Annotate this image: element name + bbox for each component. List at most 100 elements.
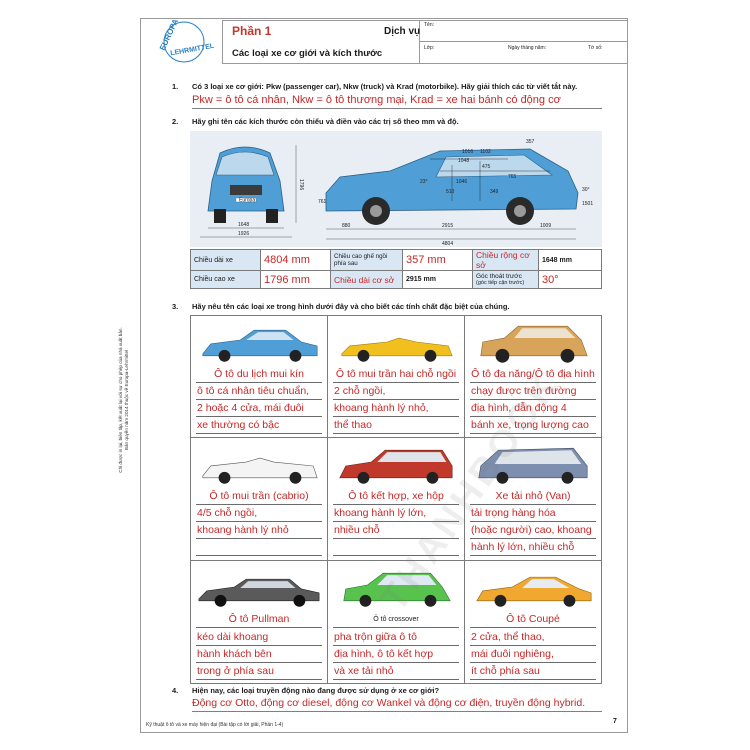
front-view-car (207, 146, 285, 223)
desc-line: 2 hoặc 4 cửa, mái đuôi (197, 402, 304, 414)
desc-line: khoang hành lý nhỏ, (334, 402, 429, 414)
side-note-line: Bản quyền năm 2014 thuộc về Europa-Lehrm… (124, 349, 129, 451)
q1-text: Có 3 loại xe cơ giới: Pkw (passenger car… (192, 82, 578, 91)
answer-line (470, 538, 596, 539)
vehicle-cell: Ô tô Coupé 2 cửa, thể thao,mái đuôi nghi… (464, 560, 602, 684)
dimensions-table: Chiều dài xe 4804 mm Chiều cao ghế ngồi … (190, 249, 602, 289)
approach-angle-value: 30° (538, 270, 602, 289)
answer-line (470, 645, 596, 646)
class-field-label: Lớp: (424, 45, 435, 51)
answer-line (470, 627, 596, 628)
meta-divider (420, 41, 628, 42)
dimension-diagram: Europa 1648 1926 1796 1046 1048 1016 110… (190, 131, 602, 247)
answer-line (196, 662, 322, 663)
answer-line (470, 433, 596, 434)
answer-line (333, 382, 459, 383)
length-label: Chiều dài xe (190, 249, 261, 271)
brand-plate-text: Europa (239, 198, 255, 204)
vehicle-name: Ô tô Pullman (228, 613, 290, 625)
logo-top-text: EUROPA (158, 20, 180, 52)
answer-line (470, 504, 596, 505)
approach-angle-sub: (góc tiếp cận trước) (476, 280, 525, 286)
pullman-car-image (198, 578, 320, 607)
vehicle-cell: Ô tô Pullman kéo dài khoang hành khách bê… (190, 560, 328, 684)
meta-box (420, 20, 628, 64)
answer-line (470, 679, 596, 680)
answer-line (470, 555, 596, 556)
answer-line (333, 662, 459, 663)
vehicle-grid: Ô tô du lịch mui kín ô tô cá nhân tiêu c… (190, 315, 602, 684)
dim-rear-overhang-text: 1009 (540, 223, 551, 229)
dim-text: 1046 (456, 179, 467, 185)
vehicle-desc: 4/5 chỗ ngồi, khoang hành lý nhỏ (197, 505, 289, 539)
vehicle-cell: Ô tô đa năng/Ô tô địa hình chạy được trê… (464, 315, 602, 438)
answer-line (333, 555, 459, 556)
vehicle-desc: 2 chỗ ngồi,khoang hành lý nhỏ,thể thao (334, 383, 429, 434)
approach-angle-label: Góc thoát trước(góc tiếp cận trước) (472, 270, 539, 289)
vehicle-name: Ô tô đa năng/Ô tô địa hình (471, 368, 595, 380)
answer-line (196, 538, 322, 539)
suv-car-image (480, 325, 588, 363)
q4-number: 4. (172, 686, 179, 695)
dim-text: 1501 (582, 201, 593, 207)
approach-angle-title: Góc thoát trước (476, 273, 522, 280)
vehicle-desc: kéo dài khoang hành khách bên trong ở phía… (197, 629, 274, 680)
vehicle-name: Ô tô Coupé (506, 613, 560, 625)
dim-wheelbase-text: 2915 (442, 223, 453, 229)
vehicle-desc: 2 cửa, thể thao,mái đuôi nghiêng,ít chỗ … (471, 629, 554, 680)
answer-line (196, 433, 322, 434)
desc-line: 2 cửa, thể thao, (471, 631, 545, 643)
seat-height-label: Chiều cao ghế ngồi phía sau (330, 249, 403, 271)
track-width-label: Chiều rộng cơ sở (472, 249, 539, 271)
length-value: 4804 mm (260, 249, 331, 271)
answer-line (470, 416, 596, 417)
answer-line (333, 679, 459, 680)
dim-length-text: 4804 (442, 241, 453, 247)
header-title-box (222, 20, 420, 64)
answer-line (196, 645, 322, 646)
q3-text: Hãy nêu tên các loại xe trong hình dưới … (192, 302, 510, 311)
desc-line: trong ở phía sau (197, 665, 274, 677)
vehicle-name: Ô tô mui trần hai chỗ ngồi (335, 368, 457, 380)
dim-text: 1102 (480, 149, 491, 155)
q1-answer: Pkw = ô tô cá nhân, Nkw = ô tô thương mạ… (192, 94, 561, 106)
q4-answer-line (192, 711, 602, 712)
answer-line (333, 416, 459, 417)
footer-text: Kỹ thuật ô tô và xe máy hiện đại (Bài tậ… (146, 722, 284, 728)
crossover-car-image (343, 572, 451, 607)
vehicle-desc: tải trọng hàng hóa(hoặc người) cao, khoa… (471, 505, 592, 556)
desc-line: bánh xe, trọng lượng cao (471, 419, 589, 431)
name-field-label: Tên: (424, 22, 435, 28)
logo-bottom-text: LEHRMITTEL (170, 43, 216, 58)
vehicle-desc: ô tô cá nhân tiêu chuẩn,2 hoặc 4 cửa, má… (197, 383, 309, 434)
dim-text: 761 (318, 199, 327, 205)
vehicle-cell: Ô tô mui trần hai chỗ ngồi 2 chỗ ngồi,kh… (327, 315, 465, 438)
page-title: Các loại xe cơ giới và kích thước (232, 48, 383, 59)
sedan-car-image (202, 329, 318, 362)
dim-text: 510 (446, 189, 455, 195)
answer-line (196, 399, 322, 400)
desc-line: pha trộn giữa ô tô (334, 631, 417, 643)
answer-line (196, 679, 322, 680)
dim-front-overhang-text: 880 (342, 223, 351, 229)
q4-answer: Động cơ Otto, động cơ diesel, động cơ Wa… (192, 697, 586, 709)
vehicle-name: Xe tải nhỏ (Van) (495, 490, 571, 502)
desc-line: địa hình, dẫn động 4 (471, 402, 567, 414)
desc-line: và xe tải nhỏ (334, 665, 394, 677)
desc-line: xe thường có bậc (197, 419, 280, 431)
vehicle-name: Ô tô du lịch mui kín (214, 368, 304, 380)
desc-line: tải trọng hàng hóa (471, 507, 556, 519)
desc-line: khoang hành lý nhỏ (197, 524, 289, 536)
answer-line (333, 399, 459, 400)
desc-line: chạy được trên đường (471, 385, 577, 397)
vehicle-desc: chạy được trên đường địa hình, dẫn động 4… (471, 383, 589, 434)
track-width-value: 1648 mm (538, 249, 602, 271)
q1-number: 1. (172, 82, 179, 91)
cabrio-car-image (202, 457, 318, 484)
desc-line: hành khách bên (197, 648, 272, 660)
dim-text: 765 (508, 174, 517, 180)
desc-line: kéo dài khoang (197, 631, 269, 643)
dim-text: 349 (490, 189, 499, 195)
desc-line: 4/5 chỗ ngồi, (197, 507, 258, 519)
answer-line (333, 433, 459, 434)
